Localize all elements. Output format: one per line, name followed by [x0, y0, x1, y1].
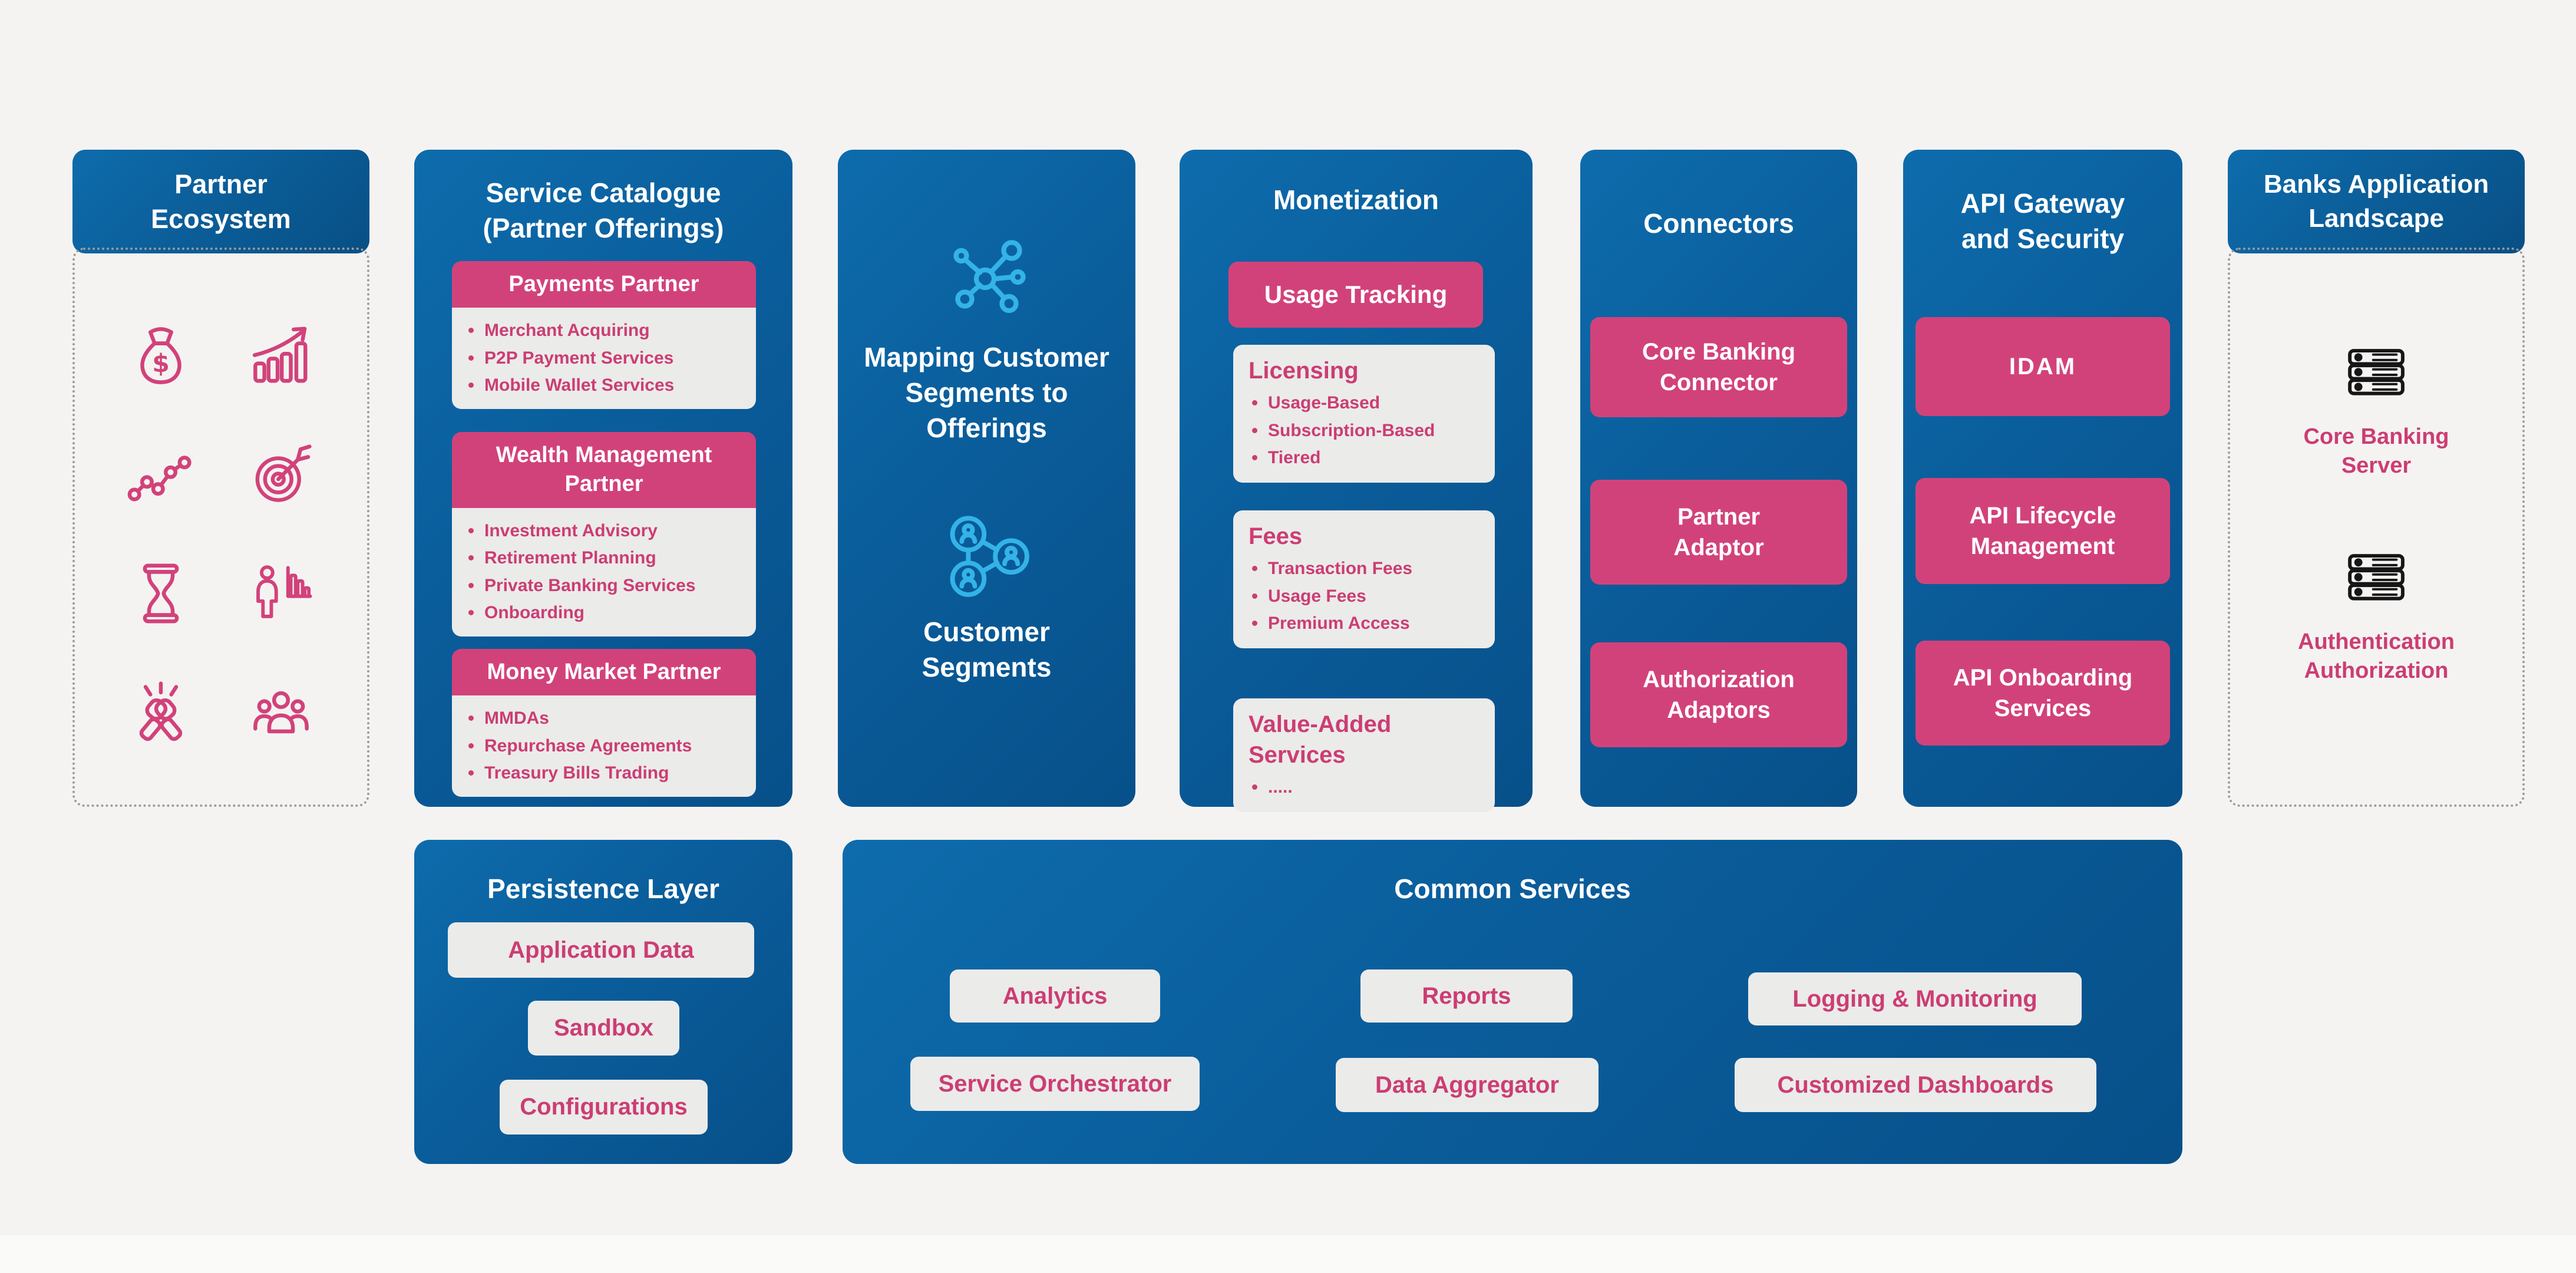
money-market-list: MMDAs Repurchase Agreements Treasury Bil… — [465, 705, 741, 787]
fees-title: Fees — [1249, 523, 1303, 549]
list-item: Private Banking Services — [465, 572, 741, 600]
usage-tracking-box: Usage Tracking — [1228, 262, 1483, 328]
server-icon — [2337, 334, 2415, 414]
list-item: Investment Advisory — [465, 517, 741, 545]
banks-landscape-title: Banks Application Landscape — [2263, 169, 2489, 233]
list-item: Repurchase Agreements — [465, 733, 741, 760]
list-item: Premium Access — [1249, 610, 1479, 638]
core-banking-connector-box: Core Banking Connector — [1590, 317, 1847, 417]
trend-line-icon — [126, 440, 196, 510]
svg-text:$: $ — [152, 349, 170, 378]
mapping-title: Mapping Customer Segments to Offerings — [864, 342, 1109, 443]
logging-monitoring-box: Logging & Monitoring — [1748, 972, 2082, 1025]
payments-partner-header: Payments Partner — [452, 261, 756, 308]
authorization-adaptors-box: Authorization Adaptors — [1590, 642, 1847, 747]
list-item: Merchant Acquiring — [465, 317, 741, 345]
wealth-management-header: Wealth Management Partner — [452, 432, 756, 508]
network-icon — [943, 235, 1031, 326]
banks-landscape-header: Banks Application Landscape — [2228, 150, 2525, 253]
wealth-management-card: Wealth Management Partner Investment Adv… — [452, 432, 756, 636]
wealth-management-list: Investment Advisory Retirement Planning … — [465, 517, 741, 627]
panel-monetization: Monetization Usage Tracking Licensing Us… — [1180, 150, 1533, 812]
customer-segments-icon — [940, 508, 1033, 604]
value-added-title: Value-Added Services — [1249, 711, 1392, 768]
api-lifecycle-box: API Lifecycle Management — [1916, 478, 2170, 584]
idam-box: IDAM — [1916, 317, 2170, 416]
list-item: Mobile Wallet Services — [465, 372, 741, 400]
licensing-title: Licensing — [1249, 358, 1359, 384]
money-bag-icon: $ — [126, 322, 196, 391]
hourglass-icon — [126, 559, 196, 628]
banks-landscape-body: Core Banking Server Authentication — [2228, 248, 2525, 807]
growth-chart-icon — [246, 322, 316, 391]
licensing-card: Licensing Usage-Based Subscription-Based… — [1233, 345, 1495, 483]
data-aggregator-box: Data Aggregator — [1336, 1058, 1599, 1112]
fees-card: Fees Transaction Fees Usage Fees Premium… — [1233, 510, 1495, 648]
api-onboarding-box: API Onboarding Services — [1916, 641, 2170, 746]
service-catalogue-title: Service Catalogue (Partner Offerings) — [483, 177, 724, 243]
reports-box: Reports — [1360, 969, 1573, 1023]
presenter-chart-icon — [246, 559, 316, 628]
partner-adaptor-box: Partner Adaptor — [1590, 480, 1847, 585]
list-item: Tiered — [1249, 444, 1479, 472]
list-item: P2P Payment Services — [465, 345, 741, 372]
service-orchestrator-box: Service Orchestrator — [910, 1057, 1200, 1111]
list-item: ..... — [1249, 774, 1479, 802]
list-item: Usage Fees — [1249, 583, 1479, 611]
monetization-title: Monetization — [1273, 184, 1439, 215]
analytics-box: Analytics — [950, 969, 1160, 1023]
panel-common-services: Common Services Analytics Reports Loggin… — [843, 840, 2182, 1164]
configurations-box: Configurations — [500, 1080, 708, 1135]
money-market-header: Money Market Partner — [452, 649, 756, 696]
api-gateway-title: API Gateway and Security — [1960, 188, 2125, 254]
partner-ecosystem-body: $ — [72, 248, 369, 807]
money-market-card: Money Market Partner MMDAs Repurchase Ag… — [452, 649, 756, 797]
application-data-box: Application Data — [448, 922, 754, 978]
partner-ecosystem-title: Partner Ecosystem — [151, 169, 291, 234]
list-item: Treasury Bills Trading — [465, 760, 741, 787]
list-item: MMDAs — [465, 705, 741, 733]
payments-partner-list: Merchant Acquiring P2P Payment Services … — [465, 317, 741, 400]
panel-service-catalogue: Service Catalogue (Partner Offerings) Pa… — [414, 150, 792, 807]
panel-persistence: Persistence Layer Application Data Sandb… — [414, 840, 792, 1164]
connectors-title: Connectors — [1643, 208, 1794, 239]
authentication-authorization-label: Authentication Authorization — [2298, 629, 2455, 683]
panel-connectors: Connectors Core Banking Connector Partne… — [1580, 150, 1857, 807]
list-item: Transaction Fees — [1249, 555, 1479, 583]
handshake-icon — [126, 677, 196, 747]
customized-dashboards-box: Customized Dashboards — [1735, 1058, 2096, 1112]
sandbox-box: Sandbox — [528, 1001, 679, 1056]
payments-partner-card: Payments Partner Merchant Acquiring P2P … — [452, 261, 756, 409]
target-icon — [246, 440, 316, 510]
list-item: Retirement Planning — [465, 545, 741, 572]
server-icon — [2337, 539, 2415, 619]
page-bottom-strip — [0, 1235, 2576, 1273]
panel-api-gateway: API Gateway and Security IDAM API Lifecy… — [1903, 150, 2182, 807]
customer-segments-label: Customer Segments — [922, 616, 1052, 683]
persistence-title: Persistence Layer — [487, 873, 719, 904]
value-added-card: Value-Added Services ..... — [1233, 698, 1495, 812]
common-services-title: Common Services — [1394, 873, 1631, 904]
list-item: Onboarding — [465, 599, 741, 627]
panel-mapping: Mapping Customer Segments to Offerings — [838, 150, 1135, 807]
partner-ecosystem-header: Partner Ecosystem — [72, 150, 369, 253]
people-group-icon — [246, 677, 316, 747]
partner-ecosystem-icon-grid: $ — [75, 250, 367, 804]
list-item: Usage-Based — [1249, 390, 1479, 417]
list-item: Subscription-Based — [1249, 417, 1479, 445]
core-banking-server-label: Core Banking Server — [2303, 424, 2449, 478]
